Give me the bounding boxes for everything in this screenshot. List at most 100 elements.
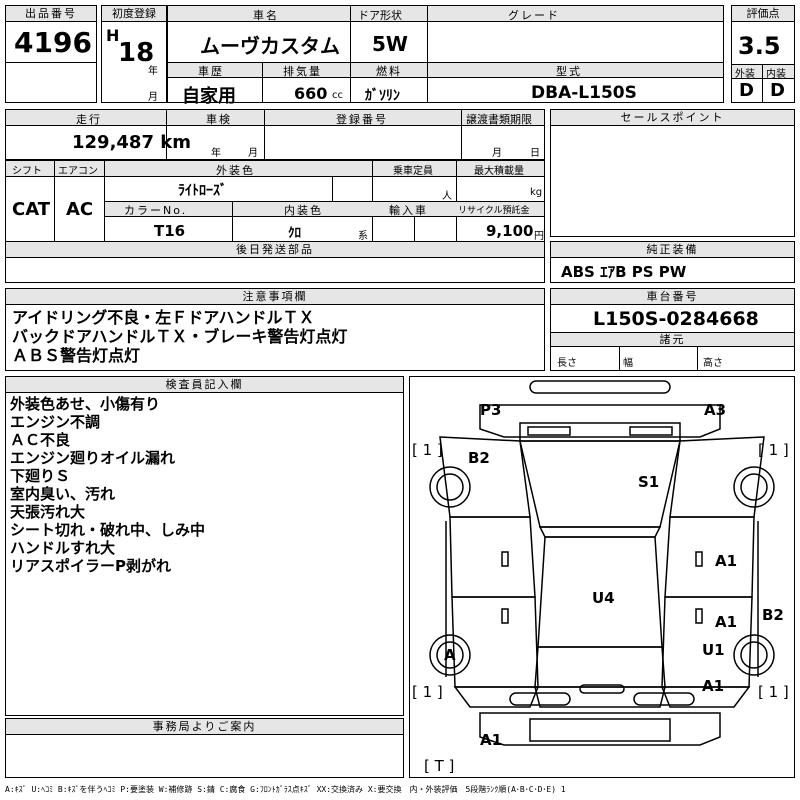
lot-number: 4196 [14,26,92,59]
legend-text: A:ｷｽﾞ U:ﾍｺﾐ B:ｷｽﾞを伴うﾍｺﾐ P:要塗装 W:補修跡 S:錆 … [5,785,566,794]
inspection-label: 車検 [206,113,232,126]
car-info-box: 車名 ドア形状 グレード ムーヴカスタム 5W 車歴 排気量 燃料 型式 自家用… [167,5,724,107]
fuel-label: 燃料 [376,65,402,78]
damage-mark-b2-left: B2 [468,449,490,467]
mileage-value: 129,487 km [72,132,191,153]
color-no-label: カラーNo. [124,204,188,217]
damage-mark-p3: P3 [480,401,502,419]
shift-value: CAT [12,199,51,220]
sales-point-label: セールスポイント [551,110,794,126]
inspector-line: ＡＣ不良 [10,431,71,449]
transfer-label: 譲渡書類期限 [466,113,532,126]
inspector-line: シート切れ・破れ中、しみ中 [10,521,206,539]
inspector-line: エンジン廻りオイル漏れ [10,449,176,467]
later-parts-box: 後日発送部品 [5,241,545,283]
max-load-label: 最大積載量 [474,166,524,177]
history-label: 車歴 [198,65,224,78]
reg-no-label: 登録番号 [336,113,388,126]
int-color-unit: 系 [358,231,368,242]
bracket-front-right: [ 1 ] [758,441,789,459]
capacity-unit: 人 [442,191,452,202]
max-load-unit: kg [530,187,543,198]
displacement-value: 660 [294,84,328,103]
ac-label: エアコン [58,166,98,177]
first-reg-year: 18 [118,38,155,68]
genuine-equipment-box: 純正装備 ABS ｴｱB PS PW [550,241,795,283]
height-label: 高さ [703,358,723,369]
genuine-equipment-label: 純正装備 [551,242,794,258]
inspector-line: 天張汚れ大 [10,503,86,521]
damage-mark-u1: U1 [702,641,725,659]
chassis-value: L150S-0284668 [593,308,759,330]
score-label: 評価点 [732,6,794,22]
car-name: ムーヴカスタム [200,34,340,58]
grade-label: グレード [508,9,560,22]
bracket-rear-right: [ 1 ] [758,683,789,701]
inspector-line: 外装色あせ、小傷有り [10,395,161,413]
bracket-rear-left: [ 1 ] [412,683,443,701]
capacity-label: 乗車定員 [393,166,433,177]
damage-mark-s1: S1 [638,473,660,491]
recycle-value: 9,100 [486,222,534,240]
bracket-front-left: [ 1 ] [412,441,443,459]
int-label: 内装 [766,69,786,80]
transfer-month-unit: 月 [492,148,502,159]
damage-diagram: P3 A3 B2 S1 U4 A1 A1 B2 U1 A A1 A1 [ 1 ]… [409,376,795,778]
transfer-day-unit: 日 [530,148,540,159]
history-value: 自家用 [182,86,236,107]
damage-mark-u4: U4 [592,589,615,607]
damage-mark-a1-right-front: A1 [715,552,738,570]
damage-mark-a1-right-rear: A1 [715,613,738,631]
car-name-label: 車名 [253,9,279,22]
damage-mark-a3: A3 [704,401,727,419]
genuine-equipment-value: ABS ｴｱB PS PW [561,263,687,281]
specs-label: 諸元 [551,333,794,347]
score-value: 3.5 [738,32,781,60]
sales-point-box: セールスポイント [550,109,795,237]
first-reg-label: 初度登録 [102,6,166,22]
door-label: ドア形状 [358,9,402,22]
recycle-label: リサイクル預託金 [458,206,530,216]
ext-label: 外装 [735,69,755,80]
inspector-line: リアスポイラーP剥がれ [10,557,171,575]
width-label: 幅 [623,358,633,369]
model-label: 型式 [556,65,582,78]
first-reg-month-unit: 月 [148,92,158,103]
bracket-trunk: [ T ] [424,757,455,775]
inspector-line: 室内臭い、汚れ [10,485,116,503]
recycle-unit: 円 [534,231,544,242]
caution-box: 注意事項欄 アイドリング不良・左ＦドアハンドルＴＸ バックドアハンドルＴＸ・ブレ… [5,288,545,371]
ext-value: D [739,80,754,101]
inspection-month-unit: 月 [248,148,258,159]
first-reg-era: H [106,26,120,45]
car-outline-diagram [429,380,775,746]
first-reg-year-unit: 年 [148,66,158,77]
int-color-value: ｸﾛ [288,226,301,241]
lot-label: 出品番号 [6,6,96,22]
ext-color-value: ﾗｲﾄﾛｰｽﾞ [178,183,227,199]
mileage-label: 走行 [76,113,102,126]
caution-label: 注意事項欄 [6,289,544,305]
damage-mark-a1-rear-right: A1 [702,677,725,695]
caution-line: アイドリング不良・左ＦドアハンドルＴＸ [12,308,315,327]
model-value: DBA-L150S [531,83,637,103]
later-parts-label: 後日発送部品 [6,242,544,258]
damage-mark-b2-right: B2 [762,606,784,624]
mileage-box: 走行 車検 登録番号 譲渡書類期限 129,487 km 年 月 月 日 [5,109,545,160]
office-label: 事務局よりご案内 [6,719,403,735]
equipment-box: シフト エアコン 外装色 乗車定員 最大積載量 CAT AC ﾗｲﾄﾛｰｽﾞ 人… [5,160,545,242]
office-box: 事務局よりご案内 [5,718,404,778]
caution-line: バックドアハンドルＴＸ・ブレーキ警告灯点灯 [12,327,348,346]
caution-line: ＡＢＳ警告灯点灯 [12,346,141,365]
lot-box: 出品番号 4196 [5,5,97,103]
inspector-box: 検査員記入欄 外装色あせ、小傷有り エンジン不調 ＡＣ不良 エンジン廻りオイル漏… [5,376,404,716]
ext-color-label: 外装色 [216,164,255,177]
chassis-label: 車台番号 [551,289,794,305]
score-box: 評価点 3.5 外装 内装 D D [731,5,795,103]
damage-mark-a-left: A [444,646,456,664]
displacement-label: 排気量 [283,65,322,78]
chassis-box: 車台番号 L150S-0284668 諸元 長さ 幅 高さ [550,288,795,371]
inspector-label: 検査員記入欄 [6,377,403,393]
color-no-value: T16 [154,222,186,240]
int-color-label: 内装色 [284,204,323,217]
